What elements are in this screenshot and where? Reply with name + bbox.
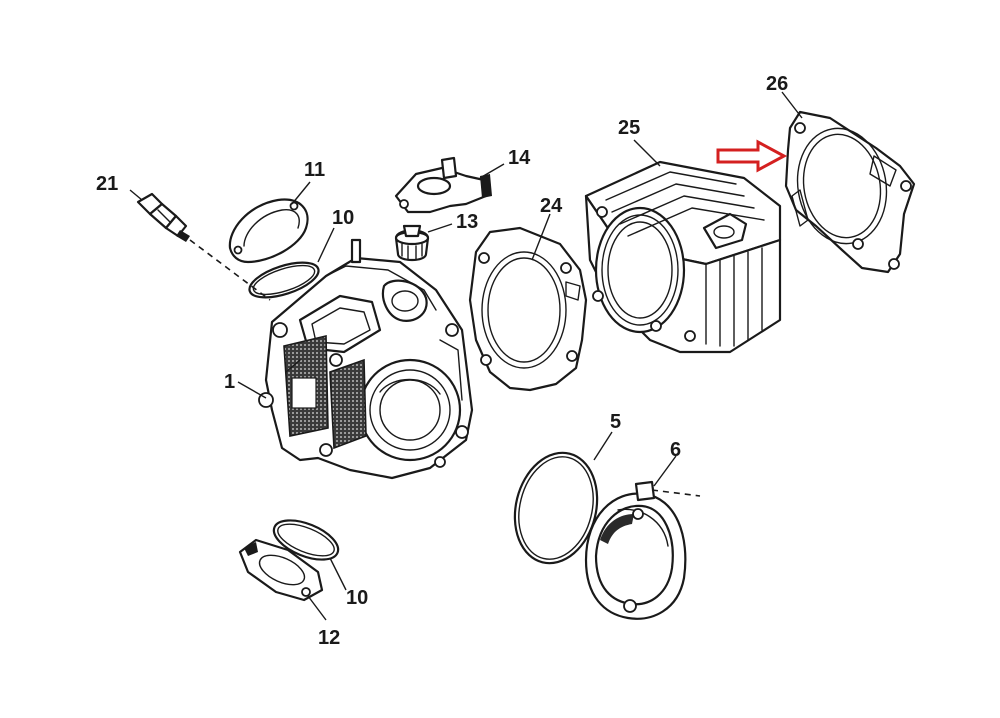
callout-21: 21: [96, 173, 118, 195]
callout-24: 24: [540, 195, 563, 217]
part-10-o-ring-lower: [272, 519, 340, 561]
callout-14: 14: [508, 147, 531, 169]
part-14-thermostat-housing: [394, 156, 492, 214]
part-11-cover: [228, 198, 309, 264]
part-26-base-gasket: [784, 110, 916, 274]
callout-6: 6: [670, 439, 681, 461]
callout-10-lower: 10: [346, 587, 368, 609]
part-13-thermostat: [394, 224, 430, 262]
callout-11: 11: [304, 159, 325, 181]
callout-26: 26: [766, 73, 788, 95]
part-5-o-ring: [513, 451, 599, 565]
part-10-o-ring-upper: [248, 261, 320, 299]
part-21-temperature-sensor: [136, 192, 271, 301]
callout-10-upper: 10: [332, 207, 354, 229]
leader-lines: [129, 91, 803, 621]
callout-5: 5: [610, 411, 621, 433]
highlight-arrow-icon: [716, 139, 788, 173]
part-12-pump-cover: [238, 538, 324, 602]
part-6-side-cover: [584, 480, 701, 620]
callout-1: 1: [224, 371, 235, 393]
part-1-cylinder-head: [258, 238, 474, 480]
callout-12: 12: [318, 627, 340, 649]
callout-25: 25: [618, 117, 640, 139]
callout-13: 13: [456, 211, 478, 233]
part-24-head-gasket: [468, 226, 588, 392]
part-25-cylinder-block: [584, 160, 782, 354]
